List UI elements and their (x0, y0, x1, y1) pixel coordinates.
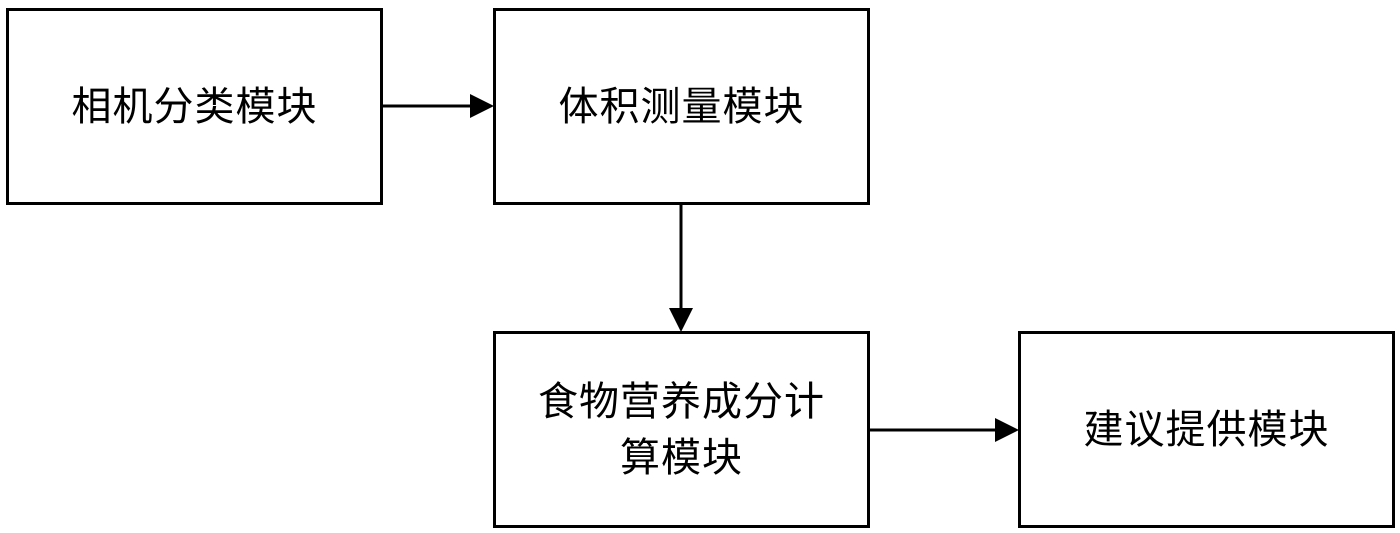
advice-provision-module-label: 建议提供模块 (1083, 406, 1330, 453)
nutrition-calculation-module-box: 食物营养成分计算模块 (493, 331, 870, 528)
arrow-nutrition-to-advice (870, 418, 1019, 442)
arrow-camera-to-volume (383, 94, 494, 118)
camera-classification-module-box: 相机分类模块 (6, 8, 383, 205)
volume-measurement-module-label: 体积测量模块 (558, 83, 805, 130)
volume-measurement-module-box: 体积测量模块 (493, 8, 870, 205)
camera-classification-module-label: 相机分类模块 (71, 83, 318, 130)
nutrition-calculation-module-label: 食物营养成分计算模块 (538, 378, 825, 481)
advice-provision-module-box: 建议提供模块 (1018, 331, 1395, 528)
arrow-volume-to-nutrition (669, 205, 693, 332)
